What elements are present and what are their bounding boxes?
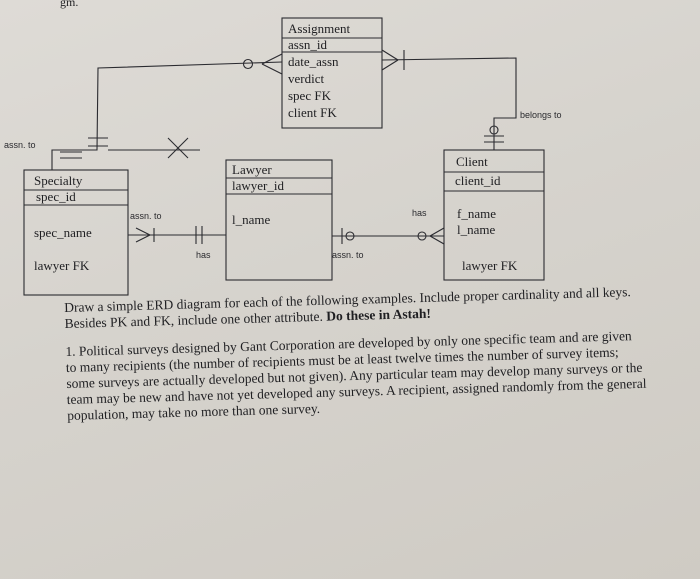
client-attr-lname: l_name [457, 222, 495, 237]
lawyer-title: Lawyer [232, 162, 272, 177]
label-has-right: has [412, 208, 427, 218]
assignment-entity: Assignment assn_id date_assn verdict spe… [281, 17, 383, 129]
client-title: Client [456, 154, 488, 169]
assignment-attr-date: date_assn [288, 54, 339, 69]
lawyer-attr-lname: l_name [232, 212, 270, 227]
specialty-attr-name: spec_name [34, 225, 92, 240]
assignment-fk-client: client FK [288, 105, 337, 120]
assignment-fk-spec: spec FK [288, 88, 332, 103]
specialty-lawyer-relationship [128, 226, 226, 244]
label-assn-to-left: assn. to [4, 140, 36, 150]
assignment-pk: assn_id [288, 37, 328, 52]
assignment-attr-verdict: verdict [288, 71, 324, 86]
specialty-title: Specialty [34, 173, 83, 188]
instructions-block: Draw a simple ERD diagram for each of th… [64, 284, 648, 436]
header-fragment: gm. [60, 0, 78, 9]
assignment-title: Assignment [288, 21, 351, 36]
label-assn-to-lower: assn. to [332, 250, 364, 260]
lawyer-client-relationship [332, 227, 445, 245]
label-belongs-to: belongs to [520, 110, 562, 120]
specialty-assignment-relationship [51, 53, 283, 170]
label-has-left: has [196, 250, 211, 260]
instructions-astah-note: Do these in Astah! [326, 305, 432, 324]
specialty-pk: spec_id [36, 189, 76, 204]
specialty-fk-lawyer: lawyer FK [34, 258, 90, 273]
client-pk: client_id [455, 173, 501, 188]
client-attr-fname: f_name [457, 206, 496, 221]
problem-1: 1. Political surveys designed by Gant Co… [65, 328, 647, 423]
lawyer-pk: lawyer_id [232, 178, 284, 193]
lawyer-entity: Lawyer lawyer_id l_name [225, 159, 333, 281]
client-fk-lawyer: lawyer FK [462, 258, 518, 273]
client-entity: Client client_id f_name l_name lawyer FK [443, 149, 545, 281]
assignment-client-relationship [381, 49, 517, 150]
specialty-entity: Specialty spec_id spec_name lawyer FK [23, 169, 129, 296]
label-assn-to-mid: assn. to [130, 211, 162, 221]
